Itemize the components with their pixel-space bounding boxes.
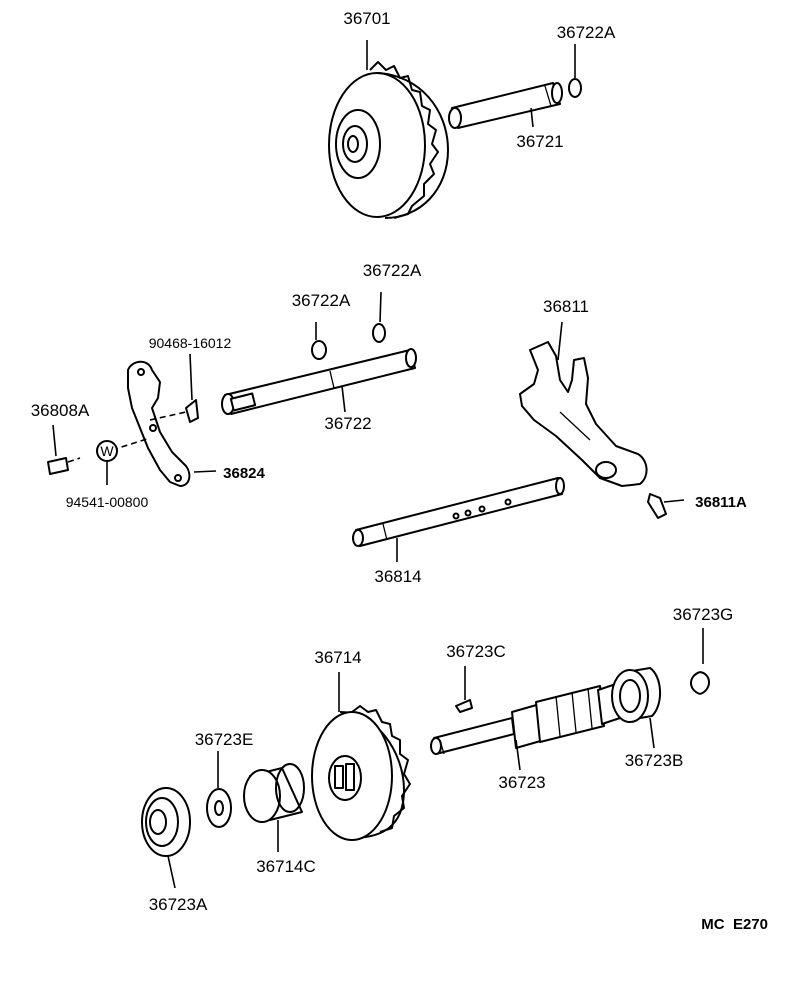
label-36701: 36701	[343, 9, 390, 28]
shaft-36814	[352, 477, 565, 547]
label-36723C: 36723C	[446, 642, 506, 661]
label-36808A: 36808A	[31, 401, 90, 420]
label-36814: 36814	[374, 567, 421, 586]
bearing-36723A	[141, 787, 191, 857]
gear-36701	[328, 61, 449, 219]
label-36721: 36721	[516, 132, 563, 151]
shaft-36723	[430, 683, 621, 755]
washer-36723E	[206, 788, 232, 828]
shaft-36722	[221, 348, 417, 415]
washer-mark: W	[100, 443, 114, 459]
label-36723B: 36723B	[625, 751, 684, 770]
gear-36714	[311, 705, 411, 841]
washer-94541-00800: W	[96, 440, 118, 462]
label-36811A: 36811A	[695, 494, 747, 511]
bolt-36808A	[47, 411, 187, 475]
label-36723E: 36723E	[195, 730, 254, 749]
label-36714: 36714	[314, 648, 361, 667]
label-36824: 36824	[223, 465, 265, 482]
washer-36723E-hole	[214, 800, 224, 816]
leader-lines	[52, 40, 704, 889]
snap-ring-36723G	[690, 671, 710, 695]
diagram-code: MC E270	[701, 916, 768, 933]
label-36723A: 36723A	[149, 895, 208, 914]
label-36722A-left: 36722A	[292, 291, 351, 310]
label-36722A-top: 36722A	[557, 23, 616, 42]
label-36723: 36723	[498, 773, 545, 792]
collar-36714C	[243, 763, 305, 823]
o-ring-36722A-top	[568, 78, 582, 98]
cotter-pin-90468-16012	[185, 399, 199, 423]
pin-36721	[448, 82, 563, 129]
lever-36824	[127, 360, 191, 487]
o-ring-36722A-right	[372, 323, 386, 343]
o-ring-36722A-left	[311, 340, 327, 360]
label-36722: 36722	[324, 414, 371, 433]
fork-36811	[519, 341, 648, 487]
bearing-36723B	[611, 667, 661, 723]
label-36722A-right: 36722A	[363, 261, 422, 280]
label-36811: 36811	[543, 297, 589, 316]
label-36714C: 36714C	[256, 857, 316, 876]
key-36811A	[647, 493, 667, 519]
label-90468-16012: 90468-16012	[149, 335, 232, 351]
key-36723C	[455, 699, 473, 713]
label-94541-00800: 94541-00800	[66, 494, 149, 510]
label-36723G: 36723G	[673, 605, 734, 624]
